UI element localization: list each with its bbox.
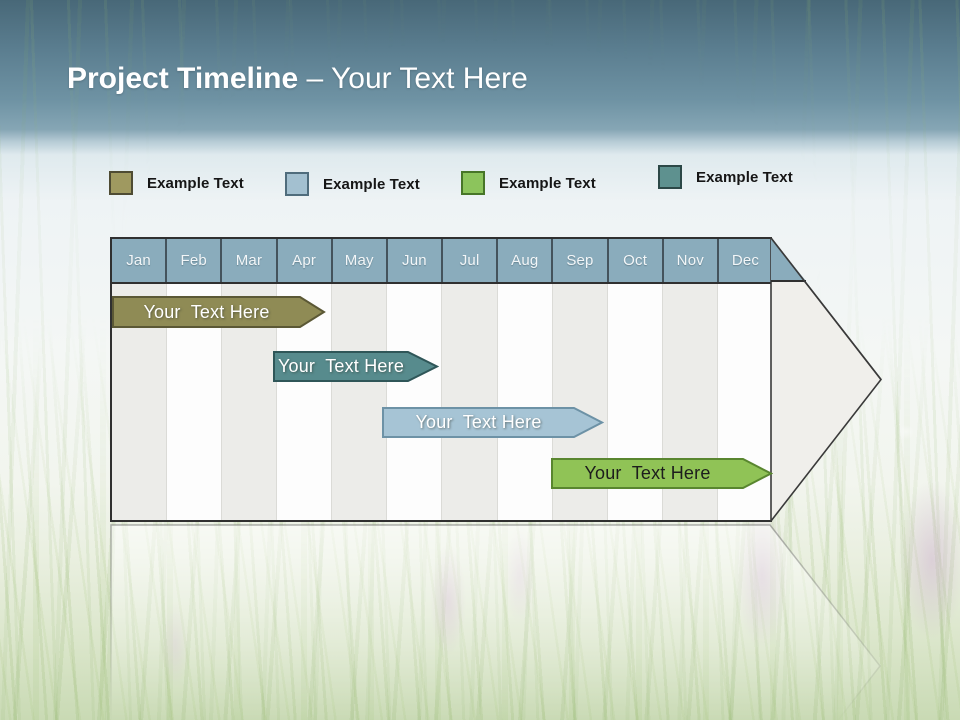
timeline-table: Jan Feb Mar Apr May Jun Jul Aug Sep Oct …: [110, 237, 772, 522]
table-reflection: [110, 524, 881, 720]
month-cell-jun[interactable]: Jun: [385, 239, 441, 282]
month-cell-aug[interactable]: Aug: [496, 239, 551, 282]
month-cell-dec[interactable]: Dec: [716, 239, 772, 282]
legend-item-1[interactable]: Example Text: [109, 171, 244, 195]
month-header-row: Jan Feb Mar Apr May Jun Jul Aug Sep Oct …: [112, 239, 772, 284]
legend-item-2[interactable]: Example Text: [285, 172, 420, 196]
page-title[interactable]: Project Timeline – Your Text Here: [67, 60, 528, 98]
legend-swatch-green: [461, 171, 485, 195]
timeline-bar-1[interactable]: Your Text Here: [112, 296, 326, 328]
bar-label: Your Text Here: [143, 301, 270, 322]
legend-swatch-blue: [285, 172, 309, 196]
timeline-bar-3[interactable]: Your Text Here: [382, 407, 604, 438]
legend-label: Example Text: [323, 175, 420, 193]
bar-label: Your Text Here: [277, 356, 405, 376]
month-cell-nov[interactable]: Nov: [661, 239, 717, 282]
timeline-arrowhead: [770, 237, 883, 522]
legend-swatch-olive: [109, 171, 133, 195]
month-cell-apr[interactable]: Apr: [275, 239, 331, 282]
timeline-bar-2[interactable]: Your Text Here: [273, 351, 439, 382]
month-cell-jul[interactable]: Jul: [441, 239, 496, 282]
legend-swatch-teal: [658, 165, 682, 189]
legend-label: Example Text: [696, 168, 793, 186]
legend-label: Example Text: [147, 174, 244, 192]
month-cell-jan[interactable]: Jan: [126, 252, 151, 269]
title-main: Project Timeline: [67, 62, 299, 95]
timeline-banner: Jan Feb Mar Apr May Jun Jul Aug Sep Oct …: [110, 237, 884, 522]
month-cell-feb[interactable]: Feb: [165, 239, 220, 282]
month-cell-sep[interactable]: Sep: [551, 239, 606, 282]
bar-label: Your Text Here: [415, 412, 542, 432]
bar-label: Your Text Here: [584, 463, 711, 483]
legend-label: Example Text: [499, 174, 596, 192]
month-cell-mar[interactable]: Mar: [220, 239, 275, 282]
legend-item-3[interactable]: Example Text: [461, 171, 596, 195]
title-suffix: – Your Text Here: [298, 62, 528, 95]
month-cell-oct[interactable]: Oct: [606, 239, 662, 282]
legend-item-4[interactable]: Example Text: [658, 165, 793, 189]
timeline-bar-4[interactable]: Your Text Here: [551, 458, 773, 489]
month-cell-may[interactable]: May: [330, 239, 386, 282]
